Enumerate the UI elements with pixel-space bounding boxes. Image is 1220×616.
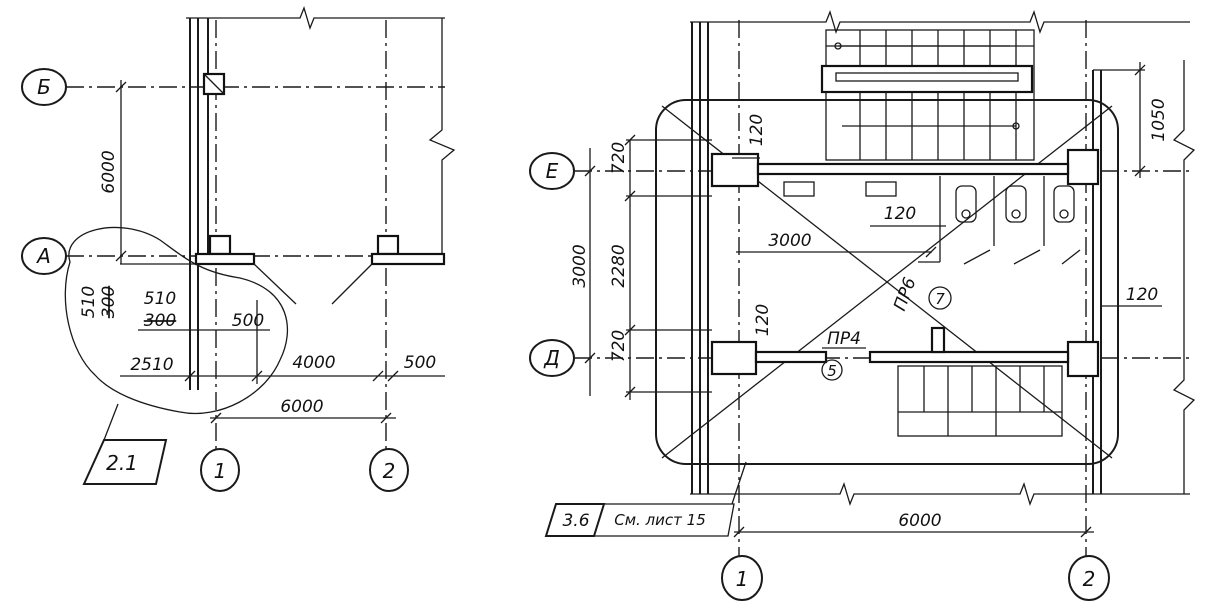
dim-tick: [380, 412, 392, 424]
door-swing: [331, 263, 373, 305]
axis-bubble-a: А: [21, 237, 67, 275]
axis-label-2-left: 2: [383, 459, 396, 483]
dim-h120: 120: [884, 204, 916, 224]
dim-tick: [624, 324, 636, 336]
axis-bubble-d: Д: [529, 339, 575, 377]
staircase-lower: [897, 365, 1063, 437]
dim-h6000-right: 6000: [898, 511, 941, 531]
mark-5: 5: [827, 362, 837, 380]
beam-a1: [194, 252, 256, 266]
dim-tick: [387, 370, 399, 382]
beam-d-left: [754, 350, 828, 364]
demolition-frame: [655, 99, 1119, 465]
axis-label-1-left: 1: [214, 459, 227, 483]
dim-tick: [115, 81, 127, 93]
break-line-right-left: [428, 18, 456, 256]
dim-v300: 300: [99, 286, 119, 318]
dim-v720-bottom: 720: [609, 330, 629, 362]
mark-pr6: ПР6: [890, 275, 920, 314]
axis-bubble-e: Е: [529, 152, 575, 190]
dim-tick: [925, 246, 937, 258]
dim-tick: [624, 190, 636, 202]
beam-a2: [370, 252, 446, 266]
callout-label-left: 2.1: [106, 451, 138, 475]
dim-tick: [1134, 64, 1146, 76]
column-a2: [376, 234, 400, 256]
highlight-cloud: [64, 226, 289, 415]
sink: [783, 181, 815, 197]
dim-h510: 510: [144, 289, 176, 309]
mark-circle-7: 7: [928, 286, 952, 310]
dim-tick: [584, 165, 596, 177]
dim-tick: [584, 352, 596, 364]
axis-label-b: Б: [37, 75, 51, 99]
mark-pr4: ПР4: [827, 329, 861, 349]
column-hatch: [203, 73, 225, 95]
axis-bubble-1-right: 1: [721, 555, 763, 601]
staircase-upper: [820, 29, 1035, 161]
dim-h3000: 3000: [768, 231, 811, 251]
beam-e: [756, 162, 1070, 176]
callout-label-right: 3.6: [562, 511, 589, 531]
axis-bubble-b: Б: [21, 68, 67, 106]
mark-circle-5: 5: [821, 359, 843, 381]
dim-h4000: 4000: [292, 353, 335, 373]
axis-label-1-right: 1: [736, 567, 749, 591]
column-e1: [710, 152, 760, 188]
column-a1: [208, 234, 232, 256]
callout-box-left: [82, 439, 168, 485]
axis-label-d: Д: [543, 346, 560, 370]
dim-v2280: 2280: [609, 244, 629, 287]
dim-h120-right: 120: [1126, 285, 1158, 305]
dim-tick: [624, 386, 636, 398]
dim-tick: [1134, 165, 1146, 177]
toilet-stalls: [918, 176, 1081, 265]
column-d1: [710, 340, 758, 376]
axis-label-a: А: [35, 244, 51, 268]
mark-7: 7: [935, 290, 945, 308]
dim-h500b: 500: [404, 353, 436, 373]
right-fragment: Е Д 1 2: [529, 10, 1196, 601]
partition-stub: [930, 326, 946, 354]
column-e2: [1066, 148, 1100, 186]
dim-tick: [733, 526, 745, 538]
axis-bubble-2-left: 2: [369, 448, 409, 492]
dim-tick: [115, 250, 127, 262]
dim-v120-top: 120: [747, 114, 767, 146]
break-line-bottom-right: [690, 482, 1190, 506]
sink: [865, 181, 897, 197]
dim-v510: 510: [79, 286, 99, 318]
break-line-top-left: [186, 6, 445, 30]
axis-bubble-2-right: 2: [1068, 555, 1110, 601]
axis-bubble-1-left: 1: [200, 448, 240, 492]
dim-tick: [210, 412, 222, 424]
dim-h300: 300: [144, 311, 176, 331]
dim-v6000: 6000: [99, 150, 119, 193]
axis-label-e: Е: [546, 159, 559, 183]
callout-leader: [731, 461, 747, 505]
note-box: [594, 503, 735, 537]
door-swing: [253, 263, 297, 305]
dim-h6000-left: 6000: [280, 397, 323, 417]
dim-tick: [1080, 526, 1092, 538]
note-text: См. лист 15: [614, 511, 706, 529]
dim-tick: [184, 370, 196, 382]
column-d2: [1066, 340, 1100, 378]
dim-v3000: 3000: [570, 244, 590, 287]
break-line-top-right: [690, 10, 1190, 34]
dim-tick: [372, 370, 384, 382]
axis-label-2-right: 2: [1083, 567, 1096, 591]
dim-v120-bottom: 120: [753, 304, 773, 336]
break-line-right-right: [1172, 60, 1196, 494]
callout-leader: [103, 403, 119, 441]
dim-v1050: 1050: [1149, 98, 1169, 141]
beam-d-right: [868, 350, 1070, 364]
left-fragment: Б А 1 2: [21, 6, 456, 492]
dim-v720-top: 720: [609, 142, 629, 174]
dim-h500: 500: [232, 311, 264, 331]
dim-h2510: 2510: [130, 355, 173, 375]
dim-tick: [624, 134, 636, 146]
